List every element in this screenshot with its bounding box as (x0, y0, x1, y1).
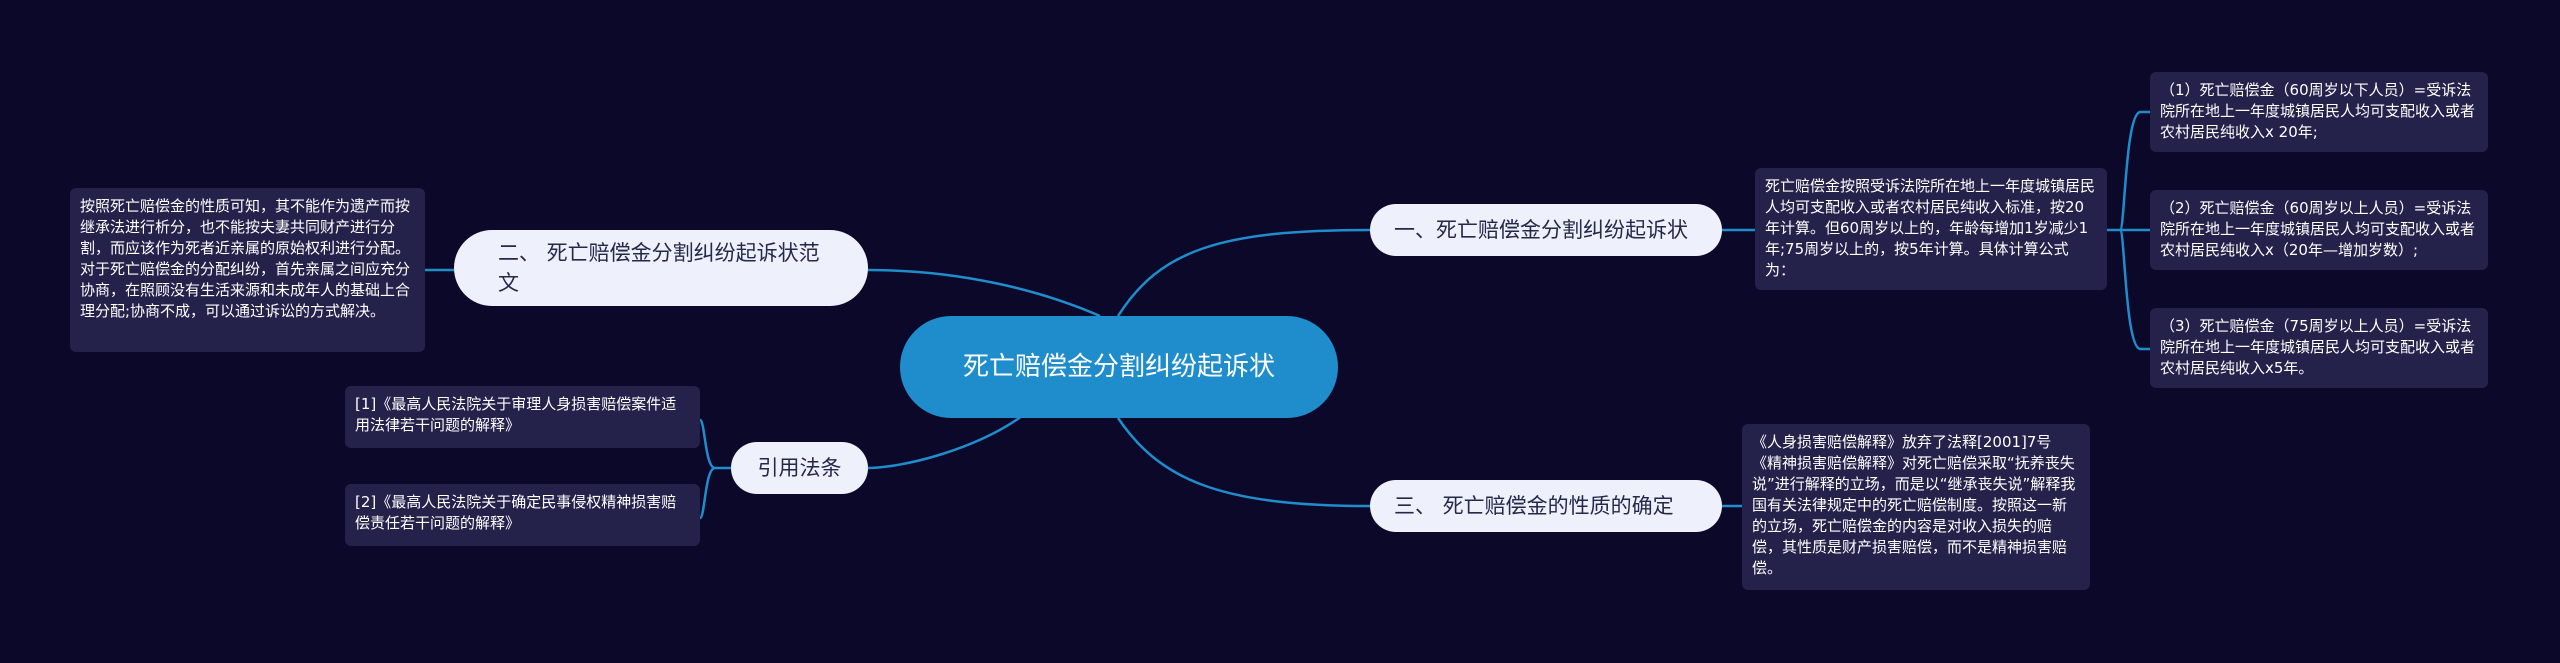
leaf-nature-text: 《人身损害赔偿解释》放弃了法释[2001]7号《精神损害赔偿解释》对死亡赔偿采取… (1742, 424, 2090, 590)
leaf-formula-1: （1）死亡赔偿金（60周岁以下人员）=受诉法院所在地上一年度城镇居民人均可支配收… (2150, 72, 2488, 152)
leaf-formula-2: （2）死亡赔偿金（60周岁以上人员）=受诉法院所在地上一年度城镇居民人均可支配收… (2150, 190, 2488, 270)
branch-label: 三、 死亡赔偿金的性质的确定 (1394, 494, 1674, 518)
leaf-text: [2]《最高人民法院关于确定民事侵权精神损害赔偿责任若干问题的解释》 (355, 493, 677, 532)
branch-node-citations[interactable]: 引用法条 (731, 442, 868, 494)
edge-root-b2 (867, 268, 1101, 318)
branch-node-sample[interactable]: 二、 死亡赔偿金分割纠纷起诉状范文 (454, 230, 868, 306)
leaf-calculation-intro: 死亡赔偿金按照受诉法院所在地上一年度城镇居民人均可支配收入或者农村居民纯收入标准… (1755, 168, 2107, 290)
root-label: 死亡赔偿金分割纠纷起诉状 (962, 352, 1275, 382)
leaf-text: [1]《最高人民法院关于审理人身损害赔偿案件适用法律若干问题的解释》 (355, 395, 677, 434)
leaf-text: （2）死亡赔偿金（60周岁以上人员）=受诉法院所在地上一年度城镇居民人均可支配收… (2160, 199, 2476, 259)
edge-b4-leaves (698, 418, 731, 520)
edge-root-b1 (1116, 228, 1371, 317)
leaf-text: （3）死亡赔偿金（75周岁以上人员）=受诉法院所在地上一年度城镇居民人均可支配收… (2160, 317, 2476, 377)
leaf-text: 《人身损害赔偿解释》放弃了法释[2001]7号《精神损害赔偿解释》对死亡赔偿采取… (1752, 433, 2076, 577)
edge-root-b4 (867, 409, 1031, 470)
leaf-text: 按照死亡赔偿金的性质可知，其不能作为遗产而按继承法进行析分，也不能按夫妻共同财产… (80, 197, 411, 320)
leaf-formula-3: （3）死亡赔偿金（75周岁以上人员）=受诉法院所在地上一年度城镇居民人均可支配收… (2150, 308, 2488, 388)
branch-label: 二、 死亡赔偿金分割纠纷起诉状范文 (498, 241, 820, 295)
branch-label: 一、死亡赔偿金分割纠纷起诉状 (1394, 218, 1688, 242)
branch-node-nature[interactable]: 三、 死亡赔偿金的性质的确定 (1370, 480, 1722, 532)
leaf-text: （1）死亡赔偿金（60周岁以下人员）=受诉法院所在地上一年度城镇居民人均可支配收… (2160, 81, 2476, 141)
leaf-text: 死亡赔偿金按照受诉法院所在地上一年度城镇居民人均可支配收入或者农村居民纯收入标准… (1765, 177, 2096, 279)
leaf-citation-2: [2]《最高人民法院关于确定民事侵权精神损害赔偿责任若干问题的解释》 (345, 484, 700, 546)
edge-root-b3 (1116, 417, 1371, 508)
root-node[interactable]: 死亡赔偿金分割纠纷起诉状 (900, 316, 1338, 418)
leaf-sample-text: 按照死亡赔偿金的性质可知，其不能作为遗产而按继承法进行析分，也不能按夫妻共同财产… (70, 188, 425, 352)
leaf-citation-1: [1]《最高人民法院关于审理人身损害赔偿案件适用法律若干问题的解释》 (345, 386, 700, 448)
branch-label: 引用法条 (757, 456, 842, 480)
branch-node-claim[interactable]: 一、死亡赔偿金分割纠纷起诉状 (1370, 204, 1722, 256)
edge-intro-items (2107, 110, 2150, 351)
